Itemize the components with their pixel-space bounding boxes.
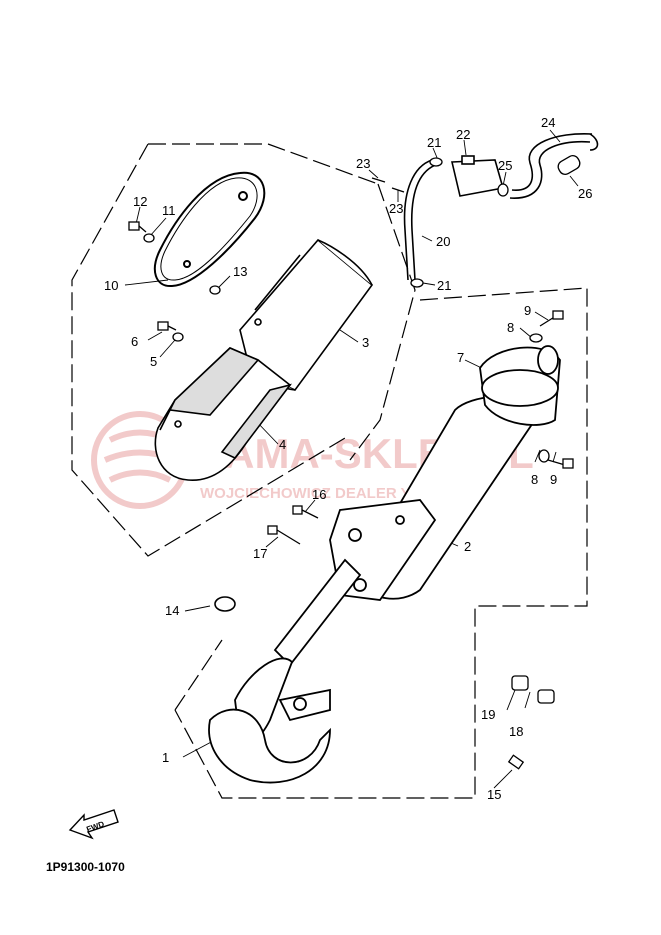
callout-11: 11 — [162, 203, 176, 218]
part-9-bolt-top — [539, 310, 564, 327]
callout-6: 6 — [131, 334, 138, 349]
callout-25: 25 — [498, 158, 512, 173]
callout-17: 17 — [253, 546, 267, 561]
part-21-clip-top — [429, 157, 443, 167]
part-17-bolt — [267, 525, 301, 545]
part-11-washer — [143, 233, 155, 243]
callout-8-side: 8 — [531, 472, 538, 487]
part-24-air-pipe — [509, 133, 599, 199]
callout-23-b: 23 — [389, 201, 403, 216]
callout-15: 15 — [487, 787, 501, 802]
part-20-hose — [403, 159, 439, 281]
part-5-washer — [172, 332, 184, 342]
part-25-clip — [497, 183, 509, 197]
callout-9-side: 9 — [550, 472, 557, 487]
callout-8-top: 8 — [507, 320, 514, 335]
callout-21-bottom: 21 — [437, 278, 451, 293]
callout-5: 5 — [150, 354, 157, 369]
part-6-screw — [157, 321, 177, 331]
part-14-gasket-ring — [214, 596, 236, 612]
part-8-washer-side — [538, 449, 550, 463]
part-4-heat-shield — [154, 347, 292, 481]
part-15-stud-bolt — [507, 754, 525, 770]
part-23-screw-b — [391, 187, 405, 193]
watermark-subtitle: WOJCIECHOWICZ DEALER YAMAHA — [200, 485, 465, 502]
catalog-part-code: 1P91300-1070 — [46, 860, 125, 874]
part-12-screw — [128, 221, 147, 233]
part-21-clip-bottom — [410, 278, 424, 288]
callout-1: 1 — [162, 750, 169, 765]
callout-9-top: 9 — [524, 303, 531, 318]
callout-7: 7 — [457, 350, 464, 365]
part-18-collar — [537, 689, 555, 704]
callout-3: 3 — [362, 335, 369, 350]
part-19-collar — [511, 675, 529, 691]
part-7-end-cap — [479, 345, 561, 426]
callout-22: 22 — [456, 127, 470, 142]
callout-4: 4 — [279, 437, 286, 452]
callout-26: 26 — [578, 186, 592, 201]
part-23-screw-a — [371, 177, 386, 183]
callout-19: 19 — [481, 707, 495, 722]
part-16-bolt — [292, 505, 319, 519]
callout-18: 18 — [509, 724, 523, 739]
part-13-nut — [209, 285, 221, 295]
callout-12: 12 — [133, 194, 147, 209]
callout-24: 24 — [541, 115, 555, 130]
callout-2: 2 — [464, 539, 471, 554]
group-frames — [71, 143, 588, 799]
callout-16: 16 — [312, 487, 326, 502]
callout-10: 10 — [104, 278, 118, 293]
part-22-reed-valve — [451, 155, 505, 197]
part-9-bolt-side — [547, 458, 574, 469]
callout-23-a: 23 — [356, 156, 370, 171]
callout-14: 14 — [165, 603, 179, 618]
part-26-sleeve — [557, 154, 581, 176]
callout-labels: 1 2 3 4 5 6 7 8 8 9 9 10 11 12 13 14 15 … — [104, 115, 592, 802]
callout-13: 13 — [233, 264, 247, 279]
callout-21-top: 21 — [427, 135, 441, 150]
part-10-gasket — [153, 171, 266, 288]
part-8-washer-top — [529, 333, 543, 343]
callout-20: 20 — [436, 234, 450, 249]
part-1-exhaust-pipe — [208, 558, 362, 784]
fwd-arrow-icon: FWD — [68, 809, 119, 840]
